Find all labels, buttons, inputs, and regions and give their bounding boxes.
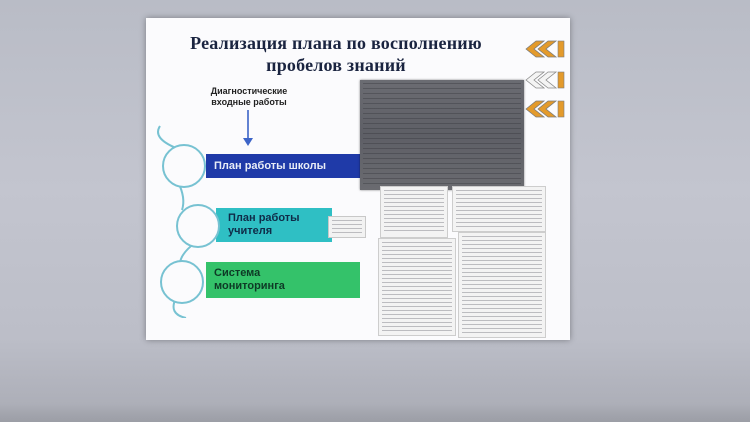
document-sheet — [458, 232, 546, 338]
diagnostic-label-line-2: входные работы — [211, 97, 287, 107]
document-thumbnail — [328, 216, 366, 238]
document-sheet — [378, 238, 456, 336]
slide-title-line-1: Реализация плана по восполнению — [190, 33, 482, 53]
document-text-lines — [332, 220, 362, 234]
circle-node-2 — [176, 204, 220, 248]
monitoring-system-box: Система мониторинга — [206, 262, 360, 298]
slide-title-line-2: пробелов знаний — [266, 55, 406, 75]
document-sheet — [380, 186, 448, 238]
double-chevron-left-icon[interactable] — [522, 40, 566, 58]
monitoring-label-line-1: Система — [214, 267, 261, 279]
plan-teacher-label-line-1: План работы — [228, 212, 300, 224]
diagnostic-label: Диагностические входные работы — [194, 86, 304, 108]
circle-node-1 — [162, 144, 206, 188]
presentation-slide: Реализация плана по восполнению пробелов… — [146, 18, 570, 340]
document-sheet — [452, 186, 546, 232]
circle-node-3 — [160, 260, 204, 304]
double-chevron-left-icon[interactable] — [522, 100, 566, 118]
document-photo — [360, 80, 524, 190]
document-text-lines — [363, 83, 521, 187]
plan-school-box: План работы школы — [206, 154, 360, 178]
slide-title: Реализация плана по восполнению пробелов… — [146, 32, 526, 76]
document-text-lines — [384, 190, 444, 234]
plan-teacher-box: План работы учителя — [216, 208, 332, 242]
document-text-lines — [462, 236, 542, 334]
plan-school-label: План работы школы — [214, 159, 326, 172]
double-chevron-left-icon[interactable] — [522, 71, 566, 89]
arrow-down-icon — [243, 110, 253, 146]
document-text-lines — [456, 190, 542, 228]
plan-teacher-label-line-2: учителя — [228, 225, 273, 237]
diagnostic-label-line-1: Диагностические — [210, 86, 288, 96]
monitoring-label-line-2: мониторинга — [214, 280, 285, 292]
document-text-lines — [382, 242, 452, 332]
